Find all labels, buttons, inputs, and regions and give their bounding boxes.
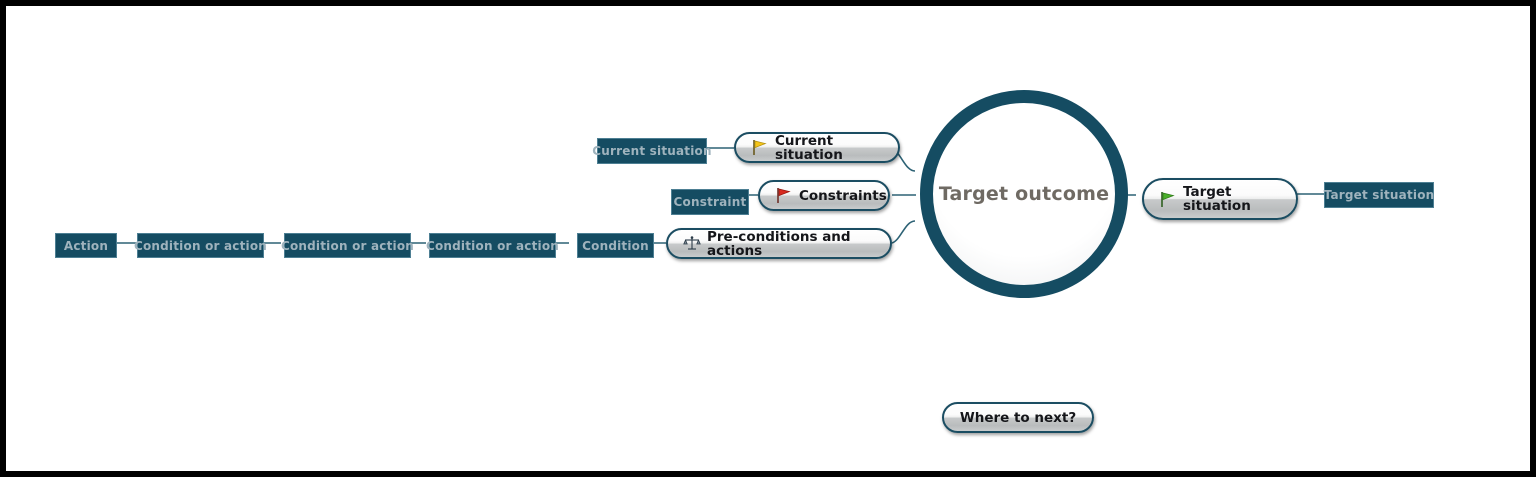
subtopic-target-situation[interactable]: Target situation xyxy=(1324,182,1434,208)
flag-red-icon xyxy=(774,187,794,205)
subtopic-label: Condition or action xyxy=(133,238,268,253)
main-topic-label: Pre-conditions and actions xyxy=(707,228,851,259)
subtopic-label: Condition or action xyxy=(425,238,560,253)
main-topic-pre-conditions-and-actions[interactable]: Pre-conditions and actions xyxy=(666,228,892,259)
subtopic-condition-or-action-3[interactable]: Condition or action xyxy=(133,233,268,258)
mindmap-canvas: Target outcome Current situation Constra… xyxy=(6,6,1530,471)
subtopic-label: Target situation xyxy=(1323,188,1435,202)
center-topic-circle[interactable]: Target outcome xyxy=(920,90,1128,298)
subtopic-label: Condition or action xyxy=(280,238,415,253)
subtopic-label: Action xyxy=(63,238,109,253)
subtopic-current-situation[interactable]: Current situation xyxy=(592,138,712,164)
subtopic-constraint[interactable]: Constraint xyxy=(671,189,749,215)
scales-icon xyxy=(682,235,702,253)
main-topic-where-to-next[interactable]: Where to next? xyxy=(942,402,1094,433)
flag-yellow-icon xyxy=(750,139,770,157)
main-topic-constraints[interactable]: Constraints xyxy=(758,180,890,211)
subtopic-condition[interactable]: Condition xyxy=(577,233,654,258)
subtopic-condition-or-action-1[interactable]: Condition or action xyxy=(425,233,560,258)
main-topic-label: Where to next? xyxy=(959,409,1077,426)
flag-green-icon xyxy=(1158,190,1178,208)
subtopic-action[interactable]: Action xyxy=(55,233,117,258)
subtopic-label: Constraint xyxy=(673,195,747,209)
main-topic-label: Current situation xyxy=(775,132,843,163)
subtopic-label: Current situation xyxy=(592,144,712,158)
main-topic-label: Constraints xyxy=(799,187,887,204)
main-topic-target-situation[interactable]: Target situation xyxy=(1142,178,1298,220)
main-topic-label: Target situation xyxy=(1183,184,1251,214)
center-topic-label: Target outcome xyxy=(938,183,1110,205)
subtopic-label: Condition xyxy=(582,238,649,253)
main-topic-current-situation[interactable]: Current situation xyxy=(734,132,900,163)
subtopic-condition-or-action-2[interactable]: Condition or action xyxy=(280,233,415,258)
